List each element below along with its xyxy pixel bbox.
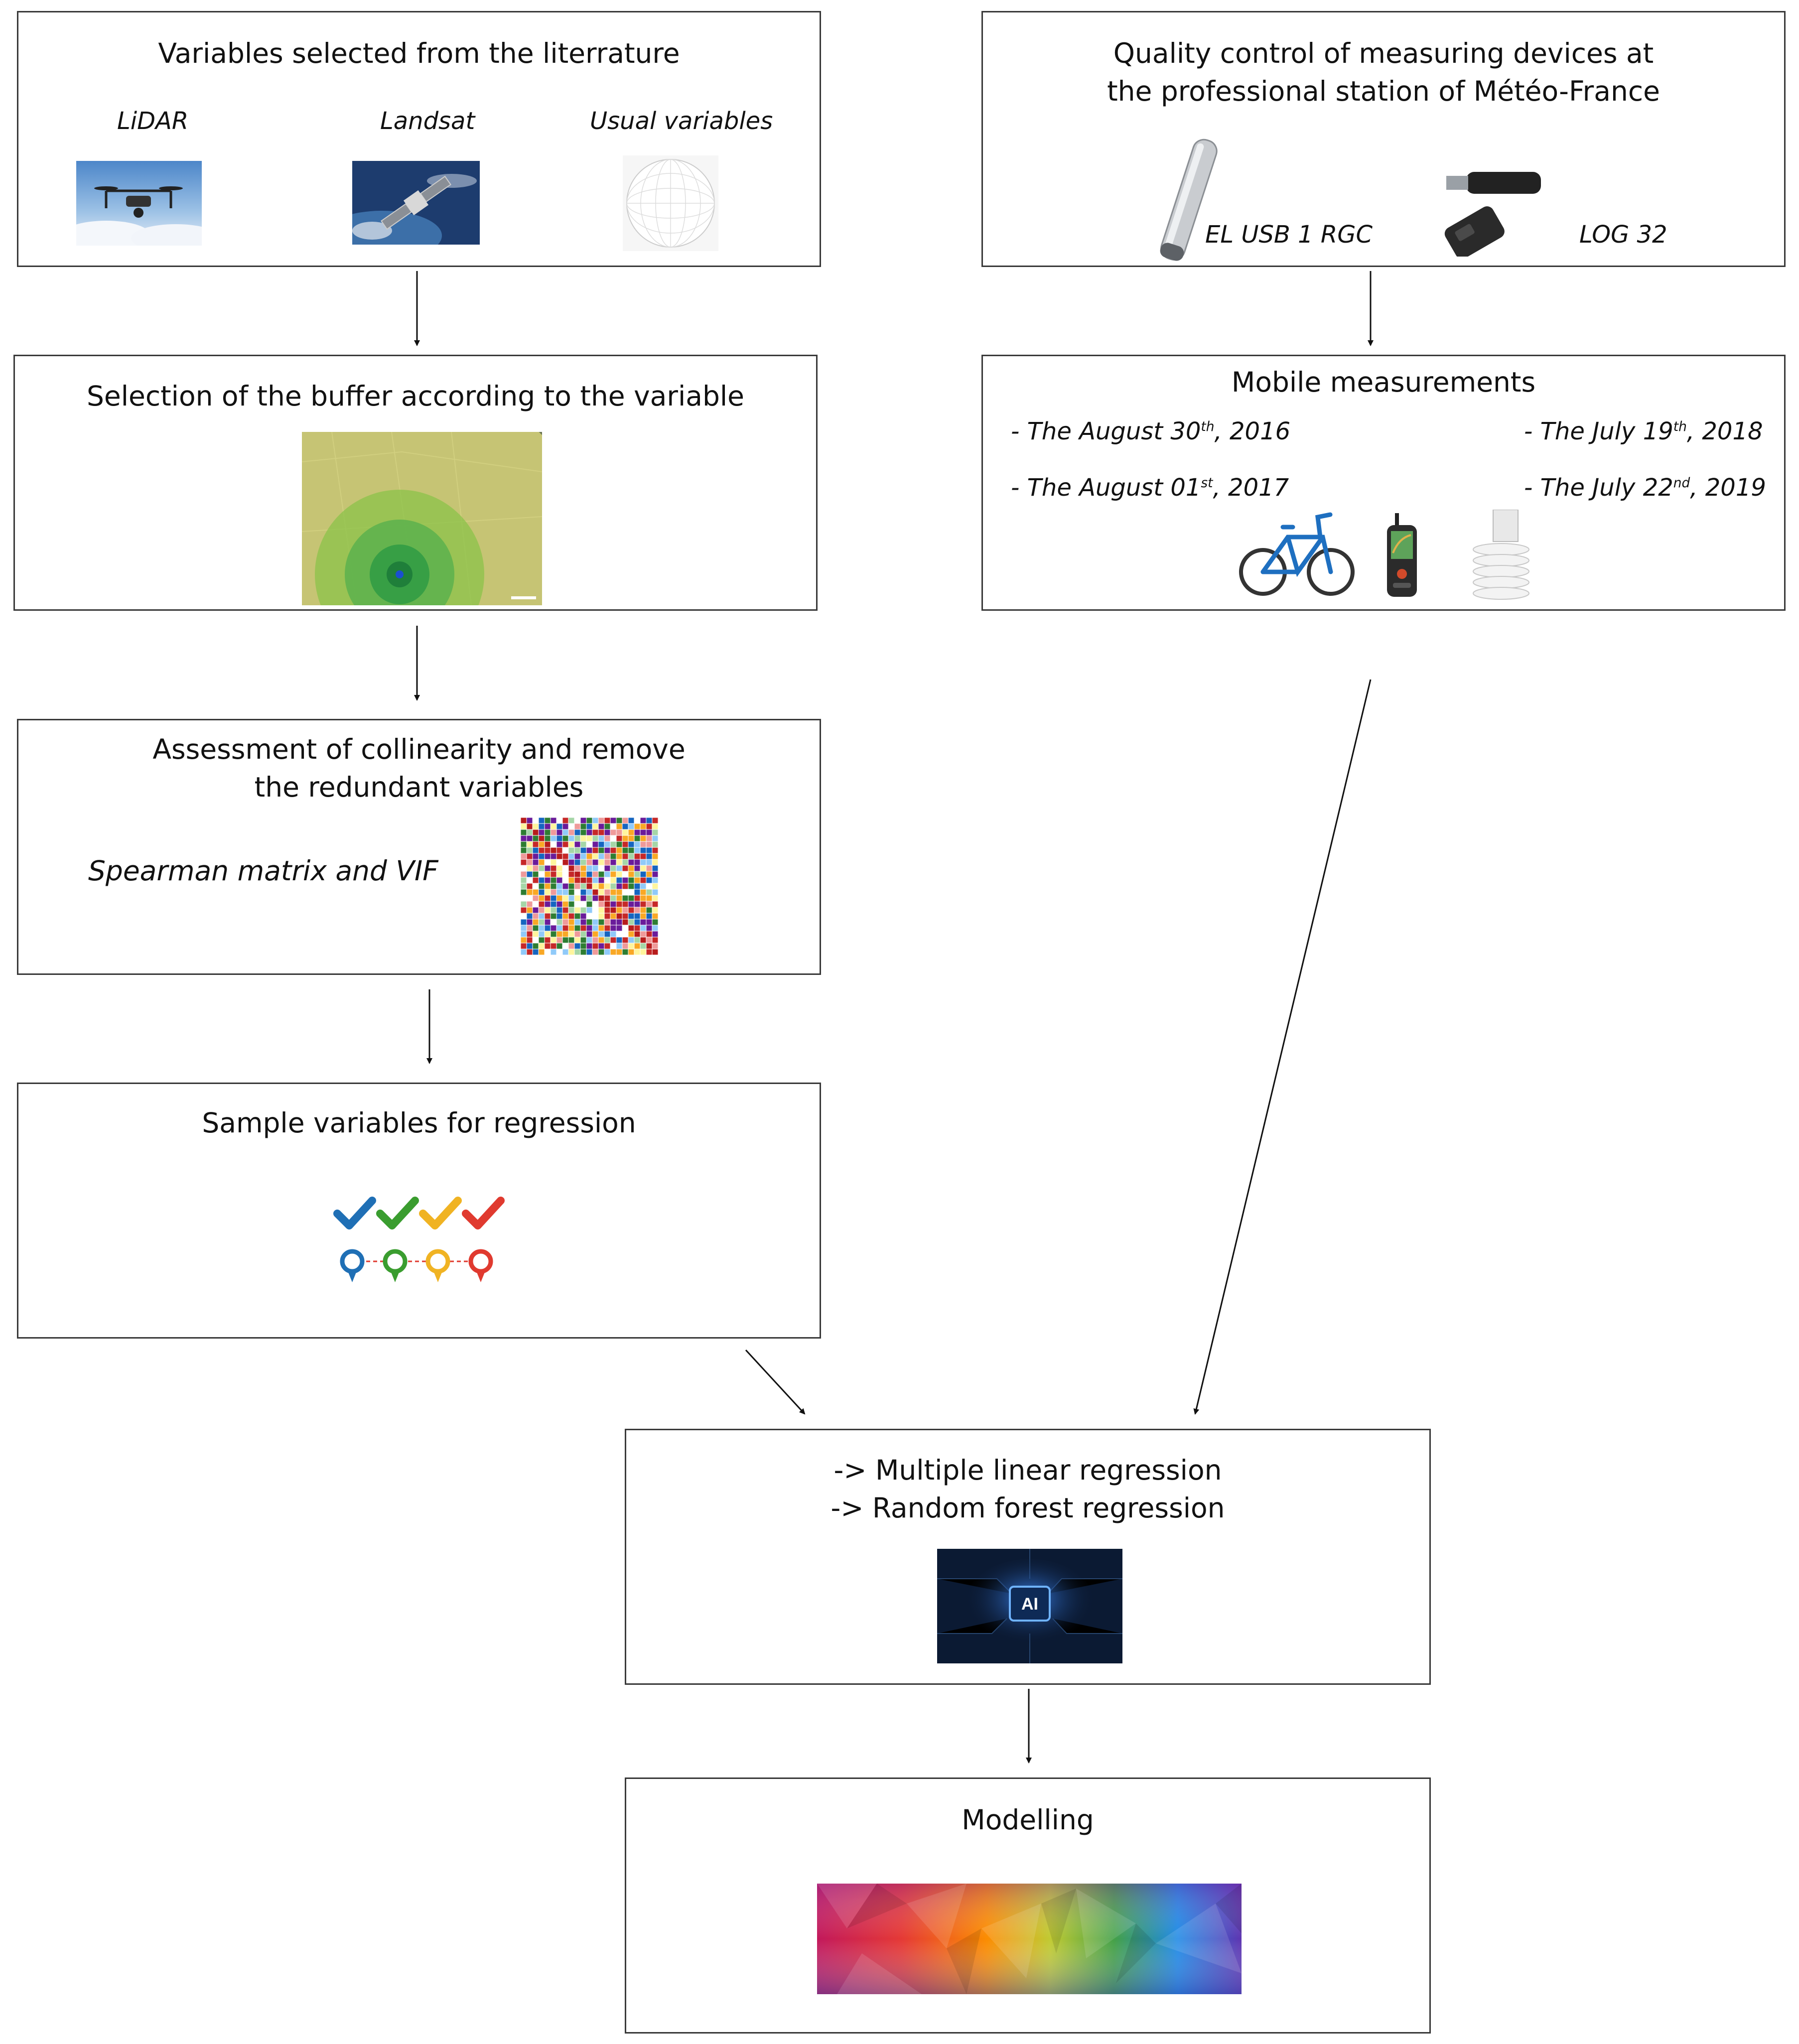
literature-box: Variables selected from the literrature …	[17, 11, 821, 267]
regression-box: -> Multiple linear regression -> Random …	[625, 1429, 1431, 1685]
el-usb-label: EL USB 1 RGC	[1205, 221, 1373, 249]
collinearity-title-line2: the redundant variables	[254, 771, 584, 803]
date-2017: - The August 01st, 2017	[1011, 474, 1289, 502]
polygon-gradient-icon	[817, 1884, 1242, 1994]
sample-box: Sample variables for regression	[17, 1083, 821, 1339]
mobile-title: Mobile measurements	[1231, 366, 1536, 398]
quality-title-line1: Quality control of measuring devices at	[1113, 37, 1654, 69]
correlation-matrix-icon	[521, 818, 658, 955]
landsat-label: Landsat	[380, 107, 475, 135]
quality-control-box: Quality control of measuring devices at …	[981, 11, 1786, 267]
regression-line2: -> Random forest regression	[830, 1492, 1225, 1524]
collinearity-title-line1: Assessment of collinearity and remove	[152, 733, 686, 765]
globe-grid-icon	[623, 155, 718, 251]
buffer-box: Selection of the buffer according to the…	[13, 355, 818, 611]
literature-title: Variables selected from the literrature	[158, 37, 680, 69]
date-2019: - The July 22nd, 2019	[1524, 474, 1766, 502]
bicycle-icon	[1238, 497, 1356, 603]
date-2016: - The August 30th, 2016	[1011, 417, 1291, 445]
sample-title: Sample variables for regression	[202, 1107, 636, 1139]
usb-logger-stick-icon	[1147, 132, 1227, 272]
buffer-map-icon	[302, 432, 542, 605]
regression-line1: -> Multiple linear regression	[833, 1454, 1222, 1486]
checkmark-row-icon	[332, 1193, 507, 1292]
lidar-label: LiDAR	[117, 107, 189, 135]
ai-chip-label: AI	[1021, 1595, 1038, 1614]
radiation-shield-sensor-icon	[1471, 510, 1531, 602]
ai-chip-icon: AI	[937, 1549, 1122, 1663]
satellite-photo-icon	[352, 161, 480, 245]
quality-title-line2: the professional station of Météo-France	[1107, 75, 1660, 107]
modelling-title: Modelling	[962, 1804, 1094, 1836]
usb-logger-icon	[1431, 162, 1551, 257]
buffer-title: Selection of the buffer according to the…	[86, 380, 745, 412]
gps-device-icon	[1384, 513, 1420, 598]
usual-variables-label: Usual variables	[590, 107, 773, 135]
collinearity-box: Assessment of collinearity and remove th…	[17, 719, 821, 975]
arrow-sample-to-regression	[745, 1349, 806, 1415]
modelling-box: Modelling	[625, 1777, 1431, 2034]
log32-label: LOG 32	[1579, 221, 1667, 249]
arrow-mobile-to-regression	[1193, 679, 1372, 1415]
mobile-measurements-box: Mobile measurements - The August 30th, 2…	[981, 355, 1786, 611]
drone-photo-icon	[76, 161, 202, 246]
spearman-label: Spearman matrix and VIF	[88, 855, 438, 887]
date-2018: - The July 19th, 2018	[1524, 417, 1763, 445]
